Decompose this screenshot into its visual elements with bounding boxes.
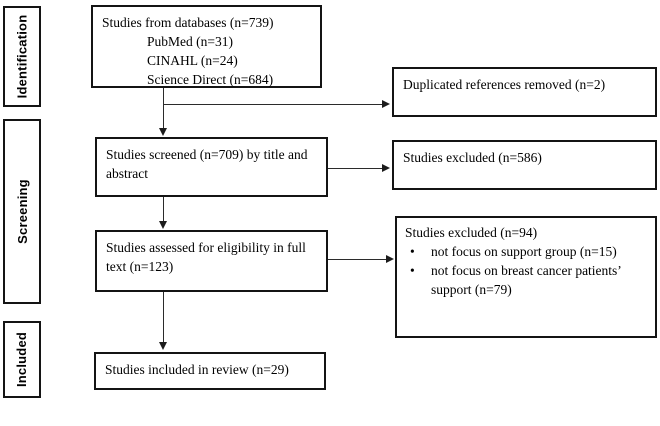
exclusion-reason-support-group: not focus on support group (n=15) xyxy=(431,244,617,259)
stage-identification-label: Identification xyxy=(14,14,30,99)
stage-screening-label: Screening xyxy=(14,179,30,244)
arrow-right-icon xyxy=(381,99,390,108)
duplicates-removed-label: Duplicated references removed (n=2) xyxy=(403,77,606,92)
arrow-down-icon xyxy=(158,221,167,229)
stage-screening: Screening xyxy=(3,119,41,304)
database-source-pubmed: PubMed (n=31) xyxy=(147,34,233,49)
connector-screened-to-eligibility xyxy=(162,197,164,222)
stage-identification: Identification xyxy=(3,6,41,107)
excluded-title-abstract-label: Studies excluded (n=586) xyxy=(403,150,542,165)
connector-eligibility-to-included xyxy=(162,292,164,343)
connector-branch-to-duplicates xyxy=(162,103,383,105)
connector-eligibility-to-excluded xyxy=(328,258,386,260)
box-studies-from-databases: Studies from databases (n=739) PubMed (n… xyxy=(91,5,322,88)
exclusion-reason-item: • not focus on breast cancer patients’ s… xyxy=(405,261,649,299)
connector-databases-to-screened xyxy=(162,88,164,129)
bullet-icon: • xyxy=(410,263,415,278)
studies-included-label: Studies included in review (n=29) xyxy=(105,362,289,377)
exclusion-reason-breast-cancer-support: not focus on breast cancer patients’ sup… xyxy=(431,263,621,297)
excluded-full-text-title: Studies excluded (n=94) xyxy=(405,225,538,240)
arrow-right-icon xyxy=(385,254,394,263)
arrow-down-icon xyxy=(158,128,167,136)
connector-screened-to-excluded xyxy=(328,167,382,169)
box-excluded-title-abstract: Studies excluded (n=586) xyxy=(392,140,657,190)
stage-included-label: Included xyxy=(14,331,30,388)
box-excluded-full-text: Studies excluded (n=94) • not focus on s… xyxy=(395,216,657,338)
arrow-right-icon xyxy=(381,163,390,172)
stage-included: Included xyxy=(3,321,41,398)
box-studies-included: Studies included in review (n=29) xyxy=(94,352,326,390)
box-studies-screened: Studies screened (n=709) by title and ab… xyxy=(95,137,328,197)
databases-title: Studies from databases (n=739) xyxy=(102,15,274,30)
box-studies-assessed-eligibility: Studies assessed for eligibility in full… xyxy=(95,230,328,292)
box-duplicates-removed: Duplicated references removed (n=2) xyxy=(392,67,657,117)
studies-assessed-label: Studies assessed for eligibility in full… xyxy=(106,240,306,274)
studies-screened-label: Studies screened (n=709) by title and ab… xyxy=(106,147,308,181)
bullet-icon: • xyxy=(410,244,415,259)
database-source-cinahl: CINAHL (n=24) xyxy=(147,53,238,68)
arrow-down-icon xyxy=(158,342,167,350)
database-source-sciencedirect: Science Direct (n=684) xyxy=(147,72,274,87)
exclusion-reason-item: • not focus on support group (n=15) xyxy=(405,242,649,261)
